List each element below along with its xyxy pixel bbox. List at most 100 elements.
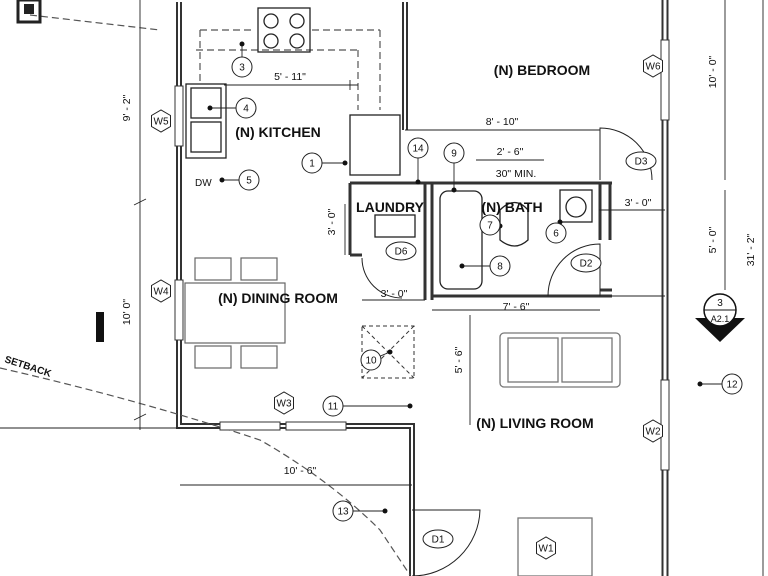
dishwasher-label: DW <box>195 178 212 189</box>
door-tag-text: D2 <box>580 259 593 270</box>
keynote-3: 3 <box>231 41 253 78</box>
kitchen-fixtures <box>185 7 401 176</box>
door-tag-ellipse <box>422 529 454 549</box>
sink-icon <box>185 83 227 159</box>
dim-bath-depth: 5' - 0" <box>707 226 719 253</box>
section-marker: 3 A2.1 <box>695 293 745 342</box>
door-tag-text: D6 <box>395 247 408 258</box>
keynote-14: 14 <box>407 137 429 185</box>
keynote-circle <box>301 152 323 174</box>
door-tag-ellipse <box>385 241 417 261</box>
keynote-number: 8 <box>497 262 503 273</box>
keynote-number: 13 <box>337 507 349 518</box>
room-label-kitchen: (N) KITCHEN <box>235 124 321 140</box>
keynote-dot <box>382 508 388 514</box>
dim-bedroom-height: 10' - 0" <box>707 55 719 88</box>
keynote-dot <box>451 187 457 193</box>
sofa <box>499 332 621 388</box>
toilet-icon <box>499 201 529 247</box>
interior-walls <box>348 181 612 300</box>
dim-bath-clear: 30" MIN. <box>496 168 537 180</box>
keynote-dot <box>239 41 245 47</box>
dim-kitchen-width: 5' - 11" <box>274 71 306 83</box>
door-tag-ellipse <box>570 253 602 273</box>
keynote-number: 7 <box>487 221 493 232</box>
window-tag-text: W6 <box>646 62 661 73</box>
dim-laundry-height: 3' - 0" <box>326 208 338 235</box>
dim-overall-height: 31' - 2" <box>745 233 757 266</box>
room-label-bath: (N) BATH <box>481 199 542 215</box>
dim-bath-width: 8' - 10" <box>486 116 519 128</box>
window-tag-text: W5 <box>154 117 169 128</box>
keynote-circle <box>360 349 382 371</box>
window-tag-text: W1 <box>539 544 554 555</box>
room-label-bedroom: (N) BEDROOM <box>494 62 590 78</box>
dim-hall-width: 7' - 6" <box>503 301 530 313</box>
exterior-walls <box>176 0 669 576</box>
keynote-number: 6 <box>553 229 559 240</box>
grid-marker-icon <box>96 312 104 342</box>
dashed-lines <box>0 14 411 576</box>
keynote-circle <box>322 395 344 417</box>
dim-bottom-width: 10' - 6" <box>284 465 317 477</box>
keynote-circle <box>545 222 567 244</box>
wall-windows <box>174 39 670 471</box>
keynote-8: 8 <box>459 255 511 277</box>
window-tag-w3: W3 <box>274 391 294 415</box>
keynote-number: 9 <box>451 149 457 160</box>
keynote-circle <box>231 56 253 78</box>
section-sheet: A2.1 <box>711 314 730 324</box>
room-label-living: (N) LIVING ROOM <box>476 415 593 431</box>
keynote-number: 4 <box>243 104 249 115</box>
window-tag-w4: W4 <box>151 279 171 303</box>
window-tag-w6: W6 <box>643 54 663 78</box>
keynote-1: 1 <box>301 152 348 174</box>
lavatory-icon <box>559 189 593 223</box>
keynote-circle <box>721 373 743 395</box>
range-icon <box>257 7 311 53</box>
keynote-number: 10 <box>365 356 377 367</box>
armchair <box>517 517 593 576</box>
keynote-number: 3 <box>239 63 245 74</box>
door-tag-d1: D1 <box>422 529 454 549</box>
dim-dining-height: 10' 0" <box>121 299 133 325</box>
hexagon-icon <box>151 279 171 303</box>
keynote-number: 5 <box>246 176 252 187</box>
dim-bath-inner: 2' - 6" <box>497 146 524 158</box>
window-tag-text: W2 <box>646 427 661 438</box>
keynote-dot <box>219 177 225 183</box>
dim-living-height: 5' - 6" <box>453 346 465 373</box>
door-tag-d3: D3 <box>625 151 657 171</box>
corner-marker-fill <box>24 4 34 14</box>
room-label-dining: (N) DINING ROOM <box>218 290 338 306</box>
keynote-6: 6 <box>545 219 567 244</box>
hexagon-icon <box>274 391 294 415</box>
keynote-9: 9 <box>443 142 465 193</box>
keynote-circle <box>332 500 354 522</box>
corner-marker-icon <box>16 0 42 24</box>
hexagon-icon <box>643 419 663 443</box>
keynote-circle <box>479 214 501 236</box>
keynote-dot <box>415 179 421 185</box>
setback-label: SETBACK <box>3 354 53 380</box>
keynote-circle <box>235 97 257 119</box>
keynote-13: 13 <box>332 500 388 522</box>
door-tag-d6: D6 <box>385 241 417 261</box>
dining-table <box>184 257 286 369</box>
keynote-4: 4 <box>207 97 257 119</box>
keynote-circle <box>238 169 260 191</box>
window-tag-text: W4 <box>154 287 169 298</box>
dim-kitchen-height: 9' - 2" <box>121 94 133 121</box>
keynote-number: 11 <box>328 402 339 413</box>
keynote-circle <box>407 137 429 159</box>
bath-fixtures <box>374 189 593 290</box>
door-tag-ellipse <box>625 151 657 171</box>
dim-bath-door: 3' - 0" <box>625 197 652 209</box>
keynote-dot <box>342 160 348 166</box>
keynote-number: 12 <box>726 380 738 391</box>
keynote-5: 5 <box>219 169 260 191</box>
keynote-circle <box>489 255 511 277</box>
